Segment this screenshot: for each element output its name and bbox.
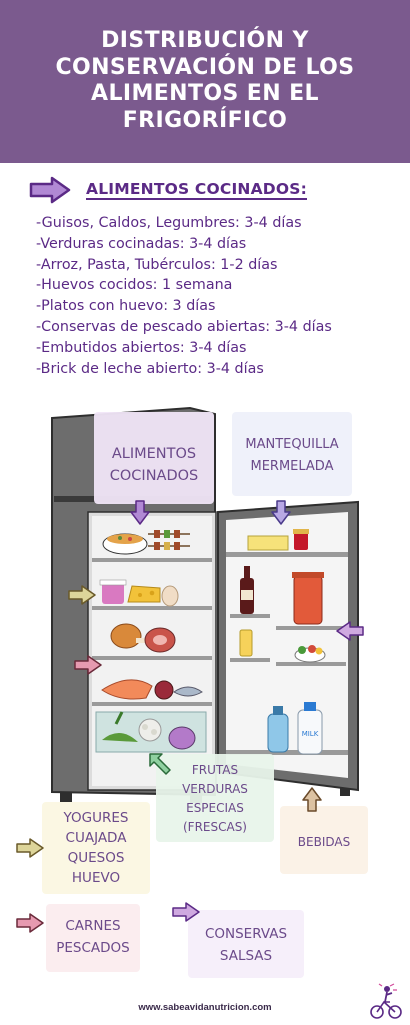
up-left-arrow-icon	[149, 753, 171, 775]
skewer-icon	[148, 530, 190, 550]
label-yogures-1: YOGURES	[63, 810, 129, 826]
water-bottle-icon	[267, 706, 289, 753]
label-yogures-2: CUAJADA	[66, 830, 128, 846]
label-frutas-1: FRUTAS	[192, 763, 238, 777]
pickles-jar-icon	[292, 572, 324, 625]
up-arrow-icon	[302, 787, 322, 812]
left-arrow-icon	[336, 621, 364, 641]
label-conservas-2: SALSAS	[220, 948, 272, 964]
right-arrow-icon	[68, 585, 96, 605]
right-arrow-icon	[29, 176, 71, 204]
footer-website: www.sabeavidanutricion.com	[138, 1002, 272, 1013]
page-title: DISTRIBUCIÓN Y CONSERVACIÓN DE LOS ALIME…	[55, 28, 355, 133]
note-mantequilla: MANTEQUILLA MERMELADA	[232, 412, 352, 496]
butter-icon	[247, 535, 289, 551]
milk-bottle-icon: MILK	[297, 702, 323, 755]
storage-times-list: -Guisos, Caldos, Legumbres: 3-4 días -Ve…	[36, 213, 332, 379]
vegetables-icon	[102, 711, 196, 750]
list-item: -Verduras cocinadas: 3-4 días	[36, 235, 247, 252]
down-arrow-icon	[271, 500, 291, 525]
sauce-bottle-icon	[239, 629, 253, 657]
label-frutas-3: ESPECIAS	[186, 801, 244, 815]
right-arrow-icon	[16, 913, 44, 933]
jam-jar-icon	[293, 529, 309, 550]
down-arrow-icon	[130, 500, 150, 525]
soup-bowl-icon	[102, 533, 148, 555]
label-cocinados-1: ALIMENTOS	[112, 446, 196, 462]
note-frutas: FRUTAS VERDURAS ESPECIAS (FRESCAS)	[156, 754, 274, 842]
list-item: -Guisos, Caldos, Legumbres: 3-4 días	[36, 215, 302, 231]
right-arrow-icon	[172, 902, 200, 922]
salmon-fillet-icon	[101, 679, 153, 700]
list-item: -Platos con huevo: 3 días	[36, 298, 216, 315]
section-heading: ALIMENTOS COCINADOS:	[86, 180, 307, 198]
label-mantequilla-2: MERMELADA	[250, 459, 333, 474]
note-yogures: YOGURES CUAJADA QUESOS HUEVO	[42, 802, 150, 894]
milk-label: MILK	[302, 730, 319, 738]
note-carnes: CARNES PESCADOS	[46, 904, 140, 972]
label-cocinados-2: COCINADOS	[110, 468, 199, 484]
note-cocinados: ALIMENTOS COCINADOS	[94, 412, 214, 504]
note-conservas: CONSERVAS SALSAS	[188, 910, 304, 978]
cheese-icon	[127, 585, 161, 603]
label-frutas-4: (FRESCAS)	[183, 820, 247, 834]
label-conservas-1: CONSERVAS	[205, 926, 287, 942]
right-arrow-icon	[16, 838, 44, 858]
label-frutas-2: VERDURAS	[182, 782, 248, 796]
salad-bowl-icon	[294, 645, 326, 663]
right-arrow-icon	[74, 655, 102, 675]
chicken-leg-icon	[110, 623, 150, 649]
egg-icon	[161, 585, 179, 607]
ham-icon	[144, 627, 176, 653]
label-carnes-2: PESCADOS	[56, 940, 130, 956]
fish-icon	[173, 686, 203, 697]
yogurt-icon	[99, 579, 127, 604]
wine-bottle-icon	[240, 566, 254, 614]
note-bebidas: BEBIDAS	[280, 806, 368, 874]
list-item: -Huevos cocidos: 1 semana	[36, 277, 233, 294]
label-mantequilla-1: MANTEQUILLA	[245, 437, 338, 452]
cyclist-logo-icon	[370, 983, 402, 1019]
header-banner: DISTRIBUCIÓN Y CONSERVACIÓN DE LOS ALIME…	[0, 0, 410, 163]
sausage-icon	[154, 680, 174, 700]
fridge-illustration: MILK	[51, 406, 359, 803]
label-yogures-3: QUESOS	[68, 850, 125, 866]
list-item: -Embutidos abiertos: 3-4 días	[36, 339, 247, 356]
label-yogures-4: HUEVO	[72, 870, 120, 886]
list-item: -Arroz, Pasta, Tubérculos: 1-2 días	[36, 256, 278, 273]
list-item: -Conservas de pescado abiertas: 3-4 días	[36, 318, 332, 335]
label-carnes-1: CARNES	[65, 918, 120, 934]
list-item: -Brick de leche abierto: 3-4 días	[36, 360, 264, 377]
label-bebidas: BEBIDAS	[298, 835, 350, 849]
